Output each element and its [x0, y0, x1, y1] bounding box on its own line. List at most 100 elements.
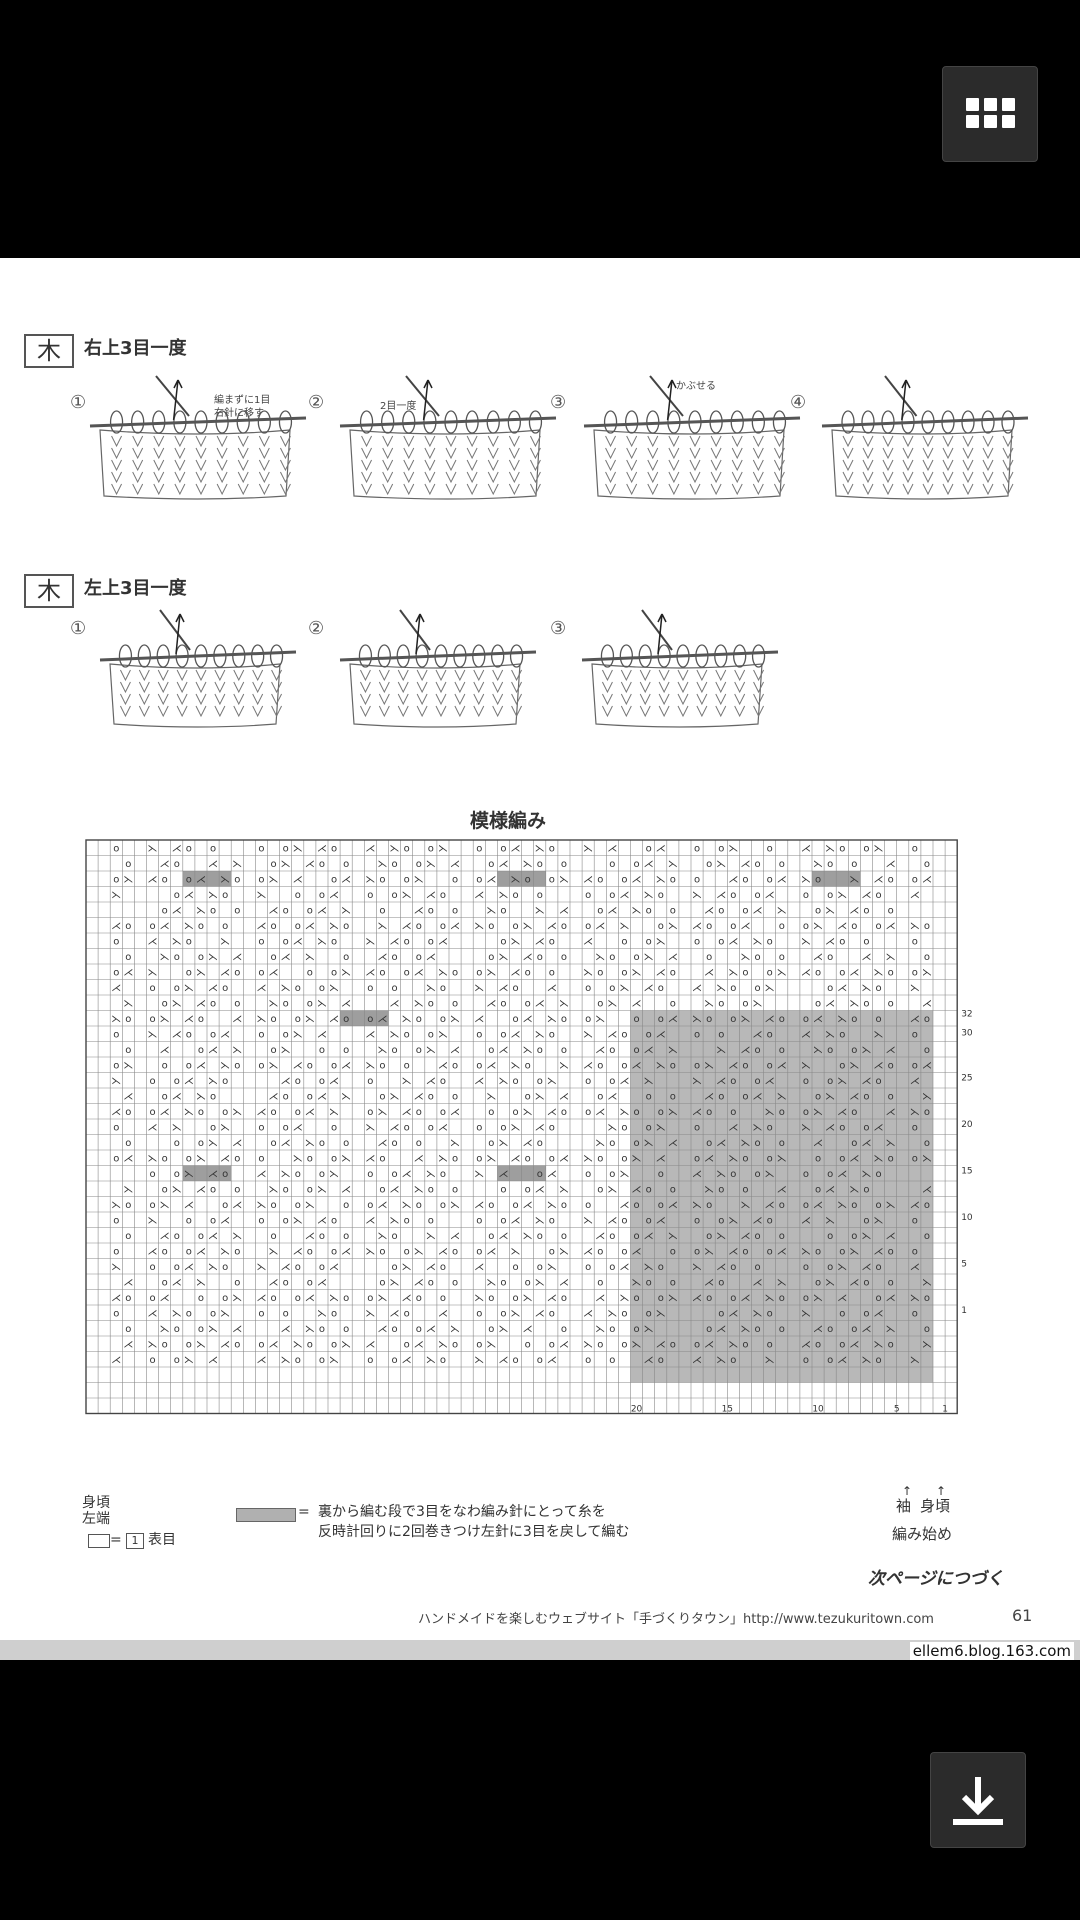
svg-text:ο: ο — [440, 1293, 446, 1304]
svg-text:ο: ο — [512, 1107, 518, 1118]
svg-text:ο: ο — [210, 999, 216, 1010]
svg-text:ο: ο — [367, 1355, 373, 1366]
svg-text:ο: ο — [391, 1324, 397, 1335]
svg-text:ο: ο — [815, 1247, 821, 1258]
svg-text:ο: ο — [646, 1216, 652, 1227]
step2-note: 2目一度 — [380, 401, 417, 412]
svg-text:⋋: ⋋ — [583, 1154, 593, 1165]
svg-text:ο: ο — [452, 968, 458, 979]
svg-text:ο: ο — [440, 1014, 446, 1025]
svg-text:ο: ο — [670, 875, 676, 886]
svg-text:ο: ο — [851, 1324, 857, 1335]
svg-text:⋋: ⋋ — [728, 844, 738, 855]
svg-text:⋋: ⋋ — [668, 921, 678, 932]
svg-text:⋋: ⋋ — [825, 1278, 835, 1289]
svg-text:ο: ο — [125, 1138, 131, 1149]
svg-text:ο: ο — [379, 875, 385, 886]
svg-text:⋋: ⋋ — [740, 1200, 750, 1211]
svg-text:ο: ο — [730, 1293, 736, 1304]
svg-text:ο: ο — [476, 968, 482, 979]
svg-text:⋋: ⋋ — [861, 1355, 871, 1366]
svg-text:⋋: ⋋ — [753, 1309, 763, 1320]
svg-text:ο: ο — [283, 1309, 289, 1320]
svg-text:⋋: ⋋ — [523, 1293, 533, 1304]
svg-text:ο: ο — [198, 921, 204, 932]
download-button[interactable] — [930, 1752, 1026, 1848]
svg-text:⋋: ⋋ — [765, 983, 775, 994]
svg-text:⋌: ⋌ — [619, 890, 629, 901]
svg-text:ο: ο — [767, 1247, 773, 1258]
svg-text:ο: ο — [754, 859, 760, 870]
svg-text:⋋: ⋋ — [123, 999, 133, 1010]
svg-text:ο: ο — [476, 1340, 482, 1351]
svg-text:ο: ο — [295, 1262, 301, 1273]
svg-text:⋋: ⋋ — [692, 1262, 702, 1273]
svg-text:⋌: ⋌ — [341, 999, 351, 1010]
svg-text:⋌: ⋌ — [849, 968, 859, 979]
svg-text:⋌: ⋌ — [886, 1045, 896, 1056]
row-label: 15 — [961, 1166, 972, 1176]
svg-text:ο: ο — [875, 1014, 881, 1025]
svg-text:ο: ο — [512, 1355, 518, 1366]
svg-text:⋌: ⋌ — [656, 1154, 666, 1165]
svg-text:ο: ο — [174, 1355, 180, 1366]
svg-text:ο: ο — [742, 1061, 748, 1072]
svg-text:ο: ο — [851, 1014, 857, 1025]
svg-text:⋋: ⋋ — [317, 999, 327, 1010]
svg-text:⋌: ⋌ — [704, 968, 714, 979]
svg-text:ο: ο — [488, 1138, 494, 1149]
svg-text:⋋: ⋋ — [402, 1200, 412, 1211]
svg-text:⋌: ⋌ — [256, 921, 266, 932]
svg-text:⋋: ⋋ — [474, 1293, 484, 1304]
svg-text:ο: ο — [149, 1200, 155, 1211]
svg-text:ο: ο — [609, 890, 615, 901]
svg-text:⋋: ⋋ — [196, 1092, 206, 1103]
svg-text:ο: ο — [283, 906, 289, 917]
svg-text:ο: ο — [585, 1014, 591, 1025]
knit-illustration-s1-2 — [339, 375, 557, 500]
svg-text:ο: ο — [827, 1076, 833, 1087]
svg-text:⋋: ⋋ — [172, 1309, 182, 1320]
svg-text:⋌: ⋌ — [825, 937, 835, 948]
svg-text:ο: ο — [234, 1278, 240, 1289]
svg-text:ο: ο — [754, 1138, 760, 1149]
svg-text:ο: ο — [391, 1262, 397, 1273]
svg-text:⋌: ⋌ — [716, 1076, 726, 1087]
svg-text:⋋: ⋋ — [668, 1293, 678, 1304]
svg-text:⋋: ⋋ — [704, 1247, 714, 1258]
svg-text:ο: ο — [186, 1216, 192, 1227]
svg-text:ο: ο — [537, 890, 543, 901]
svg-text:⋋: ⋋ — [208, 1324, 218, 1335]
svg-text:ο: ο — [670, 1185, 676, 1196]
svg-text:⋌: ⋌ — [837, 1169, 847, 1180]
svg-text:⋌: ⋌ — [595, 1107, 605, 1118]
svg-text:⋌: ⋌ — [728, 1123, 738, 1134]
svg-text:ο: ο — [331, 937, 337, 948]
svg-text:ο: ο — [331, 844, 337, 855]
svg-text:ο: ο — [827, 1355, 833, 1366]
svg-text:⋌: ⋌ — [619, 1262, 629, 1273]
svg-text:ο: ο — [875, 890, 881, 901]
svg-text:ο: ο — [888, 1278, 894, 1289]
svg-text:ο: ο — [500, 1278, 506, 1289]
svg-text:ο: ο — [476, 844, 482, 855]
svg-text:ο: ο — [234, 906, 240, 917]
svg-text:ο: ο — [863, 1278, 869, 1289]
svg-text:⋌: ⋌ — [656, 1030, 666, 1041]
svg-text:⋌: ⋌ — [281, 952, 291, 963]
svg-text:⋌: ⋌ — [753, 1092, 763, 1103]
svg-text:⋋: ⋋ — [740, 1324, 750, 1335]
svg-text:⋋: ⋋ — [910, 1355, 920, 1366]
svg-text:⋋: ⋋ — [728, 1154, 738, 1165]
grid-menu-button[interactable] — [942, 66, 1038, 162]
svg-text:ο: ο — [694, 1030, 700, 1041]
svg-text:ο: ο — [476, 1154, 482, 1165]
row-label: 20 — [961, 1120, 973, 1130]
svg-text:ο: ο — [258, 1340, 264, 1351]
svg-text:⋋: ⋋ — [486, 1154, 496, 1165]
svg-text:⋌: ⋌ — [668, 1138, 678, 1149]
svg-text:ο: ο — [343, 1324, 349, 1335]
svg-text:⋋: ⋋ — [305, 1014, 315, 1025]
svg-text:ο: ο — [694, 1123, 700, 1134]
body-label: 身頃 — [920, 1497, 951, 1515]
